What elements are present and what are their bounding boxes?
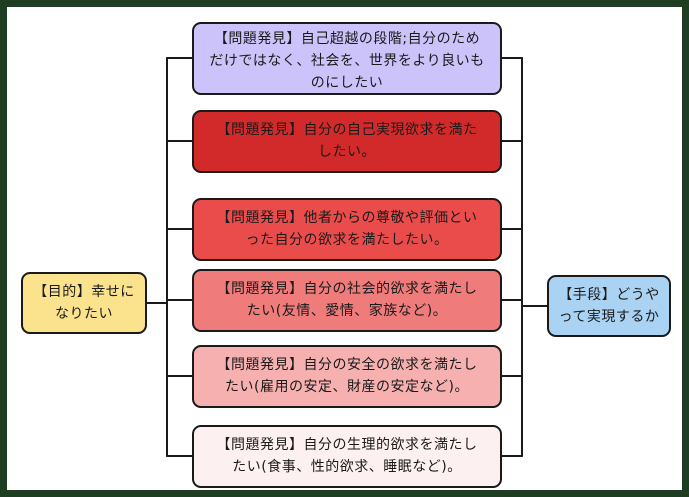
goal-label-line2: なりたい	[55, 306, 113, 322]
problem-2-line1: 【問題発見】自分の自己実現欲求を満た	[216, 122, 478, 138]
problem-3-line1: 【問題発見】他者からの尊敬や評価とい	[216, 210, 478, 226]
problem-node-social: 【問題発見】自分の社会的欲求を満たし たい(友情、愛情、家族など)。	[192, 269, 502, 332]
problem-node-esteem: 【問題発見】他者からの尊敬や評価とい った自分の欲求を満たしたい。	[192, 198, 502, 261]
problem-4-line1: 【問題発見】自分の社会的欲求を満たし	[216, 281, 478, 297]
problem-6-line1: 【問題発見】自分の生理的欲求を満たし	[216, 437, 478, 453]
diagram-canvas: 【目的】幸せに なりたい 【問題発見】自己超越の段階;自分のため だけではなく、…	[7, 7, 682, 490]
goal-node: 【目的】幸せに なりたい	[21, 272, 147, 334]
problem-node-physiological: 【問題発見】自分の生理的欲求を満たし たい(食事、性的欲求、睡眠など)。	[192, 425, 502, 488]
problem-node-self-actualization: 【問題発見】自分の自己実現欲求を満た したい。	[192, 110, 502, 173]
problem-1-line3: のにしたい	[310, 75, 384, 91]
means-label-line1: 【手段】どうや	[558, 287, 660, 303]
problem-4-line2: たい(友情、愛情、家族など)。	[246, 303, 448, 319]
problem-1-line1: 【問題発見】自己超越の段階;自分のため	[213, 31, 481, 47]
problem-5-line2: たい(雇用の安定、財産の安定など)。	[225, 379, 469, 395]
problem-node-self-transcendence: 【問題発見】自己超越の段階;自分のため だけではなく、社会を、世界をより良いも …	[192, 22, 502, 95]
means-label-line2: って実現するか	[558, 309, 660, 325]
problem-1-line2: だけではなく、社会を、世界をより良いも	[209, 53, 485, 69]
means-node: 【手段】どうや って実現するか	[547, 275, 671, 337]
problem-node-safety: 【問題発見】自分の安全の欲求を満たし たい(雇用の安定、財産の安定など)。	[192, 345, 502, 408]
connector-lines	[146, 57, 548, 457]
problem-3-line2: った自分の欲求を満たしたい。	[245, 232, 449, 248]
problem-5-line1: 【問題発見】自分の安全の欲求を満たし	[216, 357, 478, 373]
problem-6-line2: たい(食事、性的欲求、睡眠など)。	[232, 459, 462, 475]
goal-label-line1: 【目的】幸せに	[33, 284, 135, 300]
problem-2-line2: したい。	[318, 144, 376, 160]
